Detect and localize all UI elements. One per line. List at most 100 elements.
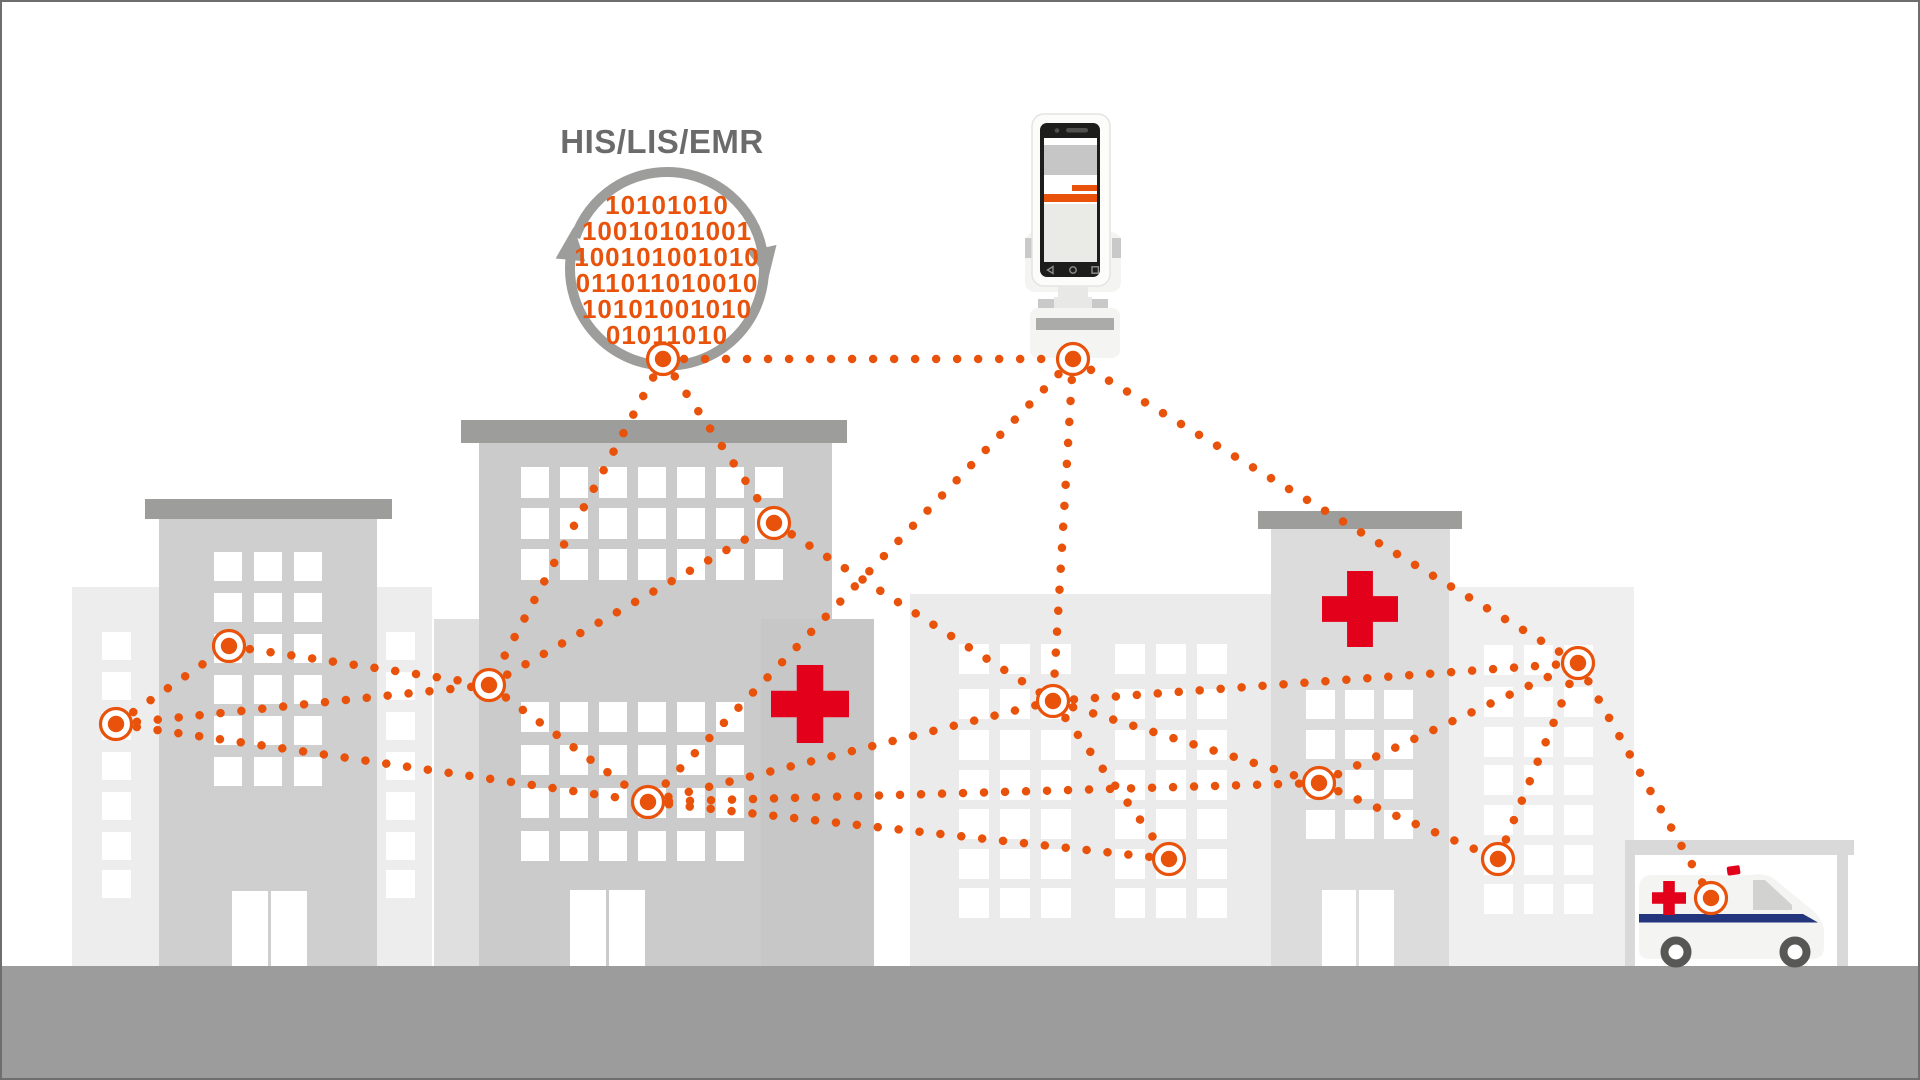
window [1000, 809, 1030, 839]
window [1564, 805, 1593, 835]
phone-nav-home-icon [1069, 266, 1077, 274]
network-node-main-top [756, 505, 792, 541]
window [254, 634, 282, 663]
dock-connector-right [1090, 299, 1108, 309]
building-hospital-roof [1258, 511, 1462, 529]
medical-crosses [1652, 881, 1686, 915]
canopy-post [1837, 855, 1848, 966]
window [254, 552, 282, 581]
phone-screen-header [1044, 145, 1097, 175]
window [1484, 645, 1513, 675]
network-edge-left-low--main-left [111, 680, 494, 729]
binary-code: 10101010 10010101001 100101001010 011011… [574, 190, 759, 350]
ambulance-windshield [1753, 880, 1792, 910]
window [1197, 849, 1227, 879]
window [1041, 849, 1071, 879]
window [1484, 805, 1513, 835]
window [560, 831, 588, 861]
window [102, 792, 131, 820]
window [1197, 888, 1227, 918]
page-title: HIS/LIS/EMR [560, 123, 764, 160]
network-node-his-lis-emr [645, 341, 681, 377]
network-edge-main-top--center [769, 518, 1058, 706]
window [214, 552, 242, 581]
window [1484, 765, 1513, 795]
building-center-light [910, 594, 1272, 966]
network-node-main-bottom [630, 784, 666, 820]
window [214, 675, 242, 704]
network-node-device-dock [1055, 341, 1091, 377]
cycle-arrow-up-icon [555, 227, 586, 262]
door-divider [268, 891, 271, 966]
window [716, 745, 744, 775]
cycle-ring-arc-top [570, 166, 767, 250]
data-sync-icon: 10101010 10010101001 100101001010 011011… [555, 166, 777, 371]
network-node-left-mid [211, 628, 247, 664]
network-edges [111, 354, 1716, 903]
window [1197, 689, 1227, 719]
window [386, 792, 415, 820]
window [599, 508, 627, 539]
window [386, 632, 415, 660]
window [386, 832, 415, 860]
window [677, 549, 705, 580]
phone-nav-back-icon [1046, 265, 1054, 275]
building-hospital [1258, 511, 1462, 966]
network-node-right-mid [1301, 765, 1337, 801]
network-node-ambulance [1693, 880, 1729, 916]
building-right-light [1449, 587, 1634, 966]
window [254, 716, 282, 745]
binary-row: 10010101001 [582, 216, 752, 246]
medical-cross-icon [771, 665, 849, 743]
window [294, 593, 322, 622]
window [102, 632, 131, 660]
network-node-center-low [1151, 841, 1187, 877]
medical-cross-icon [1322, 571, 1398, 647]
binary-row: 10101010 [605, 190, 729, 220]
window [1197, 644, 1227, 674]
window [755, 549, 783, 580]
handheld-device [1025, 113, 1121, 358]
network-edge-right-low--right-top [1493, 658, 1583, 864]
window [1384, 730, 1413, 759]
window [677, 831, 705, 861]
window [294, 716, 322, 745]
window [1345, 810, 1374, 839]
window [560, 467, 588, 498]
window [1564, 727, 1593, 757]
window [1156, 730, 1186, 760]
door-divider [606, 890, 609, 966]
network-edge-device-dock--main-bottom [643, 354, 1078, 807]
network-edge-left-low--left-mid [111, 641, 234, 729]
window [638, 745, 666, 775]
ground [2, 966, 1918, 1078]
cycle-arrow-down-icon [747, 244, 777, 280]
window [677, 467, 705, 498]
window [1000, 888, 1030, 918]
window [1041, 770, 1071, 800]
window [102, 832, 131, 860]
window [102, 870, 131, 898]
network-edge-main-bottom--center-low [643, 797, 1174, 864]
window [1306, 810, 1335, 839]
window [1000, 849, 1030, 879]
dock-base-stripe [1036, 318, 1114, 330]
network-nodes [98, 341, 1729, 916]
window [716, 467, 744, 498]
window [254, 757, 282, 786]
window [1115, 644, 1145, 674]
device-cradle-tab-left [1025, 238, 1034, 258]
binary-row: 011011010010 [576, 268, 759, 298]
window [1524, 805, 1553, 835]
dock-connector-left [1038, 299, 1056, 309]
window [638, 508, 666, 539]
window [1345, 730, 1374, 759]
network-edge-main-left--main-bottom [484, 680, 653, 807]
building-main-wall [434, 619, 479, 966]
window [638, 702, 666, 732]
network-edge-device-dock--center [1048, 354, 1078, 706]
medical-cross-icon [1652, 881, 1686, 915]
window [1564, 765, 1593, 795]
window [1197, 809, 1227, 839]
window [521, 549, 549, 580]
